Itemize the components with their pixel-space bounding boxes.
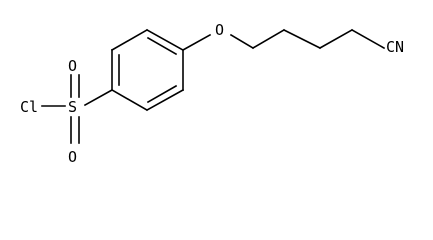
alkyl-chain xyxy=(229,28,386,50)
sulfur-label: S xyxy=(68,98,77,116)
ch2-bond-3 xyxy=(318,28,354,50)
ring-to-sulfur-bond xyxy=(83,88,114,107)
ring-bond-top-left xyxy=(110,28,149,52)
sulfonyl-oxygen-lower-bond xyxy=(70,116,80,144)
nitrile-label: CN xyxy=(386,38,404,56)
ch2-bond-2 xyxy=(282,28,322,50)
oxygen-lower-label: O xyxy=(68,148,77,166)
ring-bond-bottom-left xyxy=(110,88,149,112)
ring-bond-top-right xyxy=(145,28,185,52)
sulfonyl-oxygen-upper-bond xyxy=(70,74,80,98)
molecule-diagram: O CN S O O Cl xyxy=(20,21,404,166)
ch2-to-cn-bond xyxy=(350,28,386,50)
ring-inner-bond-top-right xyxy=(146,36,178,56)
ring-bond-bottom-right xyxy=(145,88,185,112)
oxygen-to-ch2-bond xyxy=(229,33,255,50)
chlorine-label: Cl xyxy=(20,98,38,116)
ch2-bond-1 xyxy=(251,28,286,50)
benzene-ring xyxy=(110,28,185,112)
structure-drawing: O CN S O O Cl xyxy=(20,21,405,166)
ring-to-oxygen-bond xyxy=(181,33,212,52)
oxygen-upper-label: O xyxy=(68,57,77,75)
ring-inner-bond-bottom-right xyxy=(146,84,178,104)
ether-oxygen-label: O xyxy=(215,21,224,39)
